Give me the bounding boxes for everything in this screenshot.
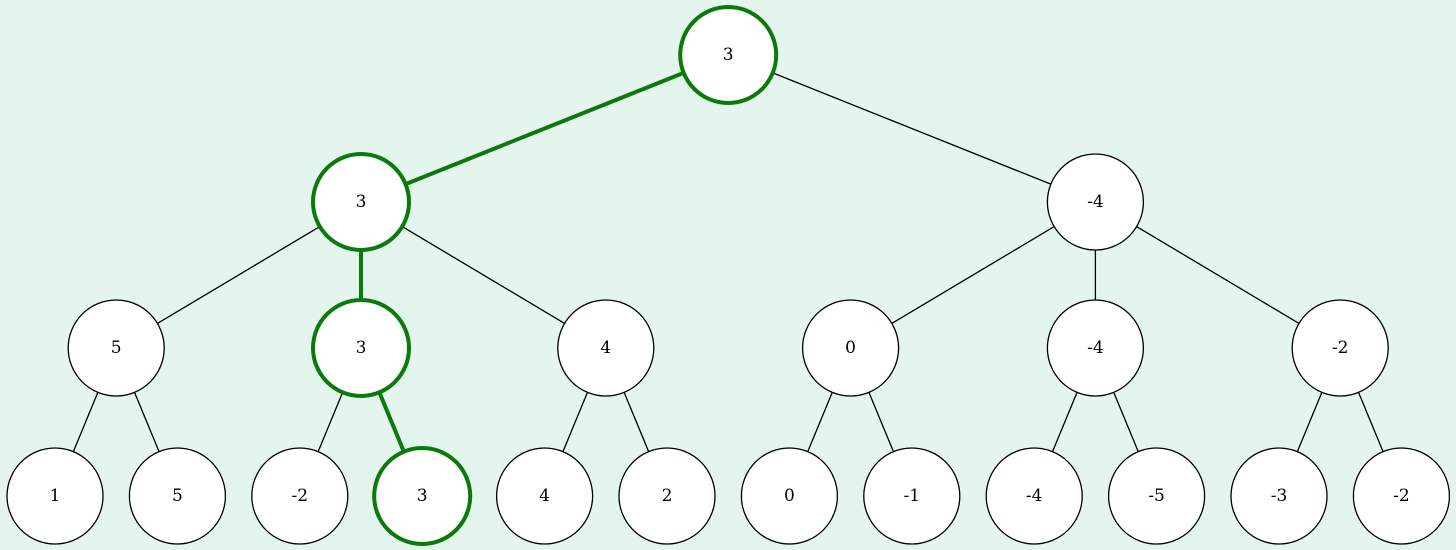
tree-edge	[1296, 392, 1323, 452]
node-value-label: 5	[172, 486, 183, 506]
leaf-node-highlighted: 3	[372, 446, 473, 546]
leaf-node: -3	[1230, 447, 1328, 545]
leaf-node: 0	[740, 447, 839, 545]
tree-node: 0	[801, 299, 900, 397]
tree-edge	[1136, 226, 1300, 324]
tree-node: -2	[1291, 299, 1389, 397]
root-node-highlighted: 3	[678, 5, 779, 105]
tree-node: 4	[557, 299, 655, 397]
node-value-label: 0	[784, 486, 795, 506]
node-circle	[618, 447, 716, 545]
node-value-label: -2	[1393, 486, 1410, 506]
node-circle	[128, 447, 227, 545]
node-circle	[251, 447, 349, 545]
tree-node-highlighted: 3	[311, 152, 411, 252]
node-circle	[1046, 299, 1145, 397]
tree-edge	[401, 226, 565, 324]
tree-edge	[807, 392, 833, 452]
node-value-label: 3	[356, 338, 367, 358]
node-circle	[1291, 299, 1389, 397]
node-circle	[1352, 447, 1451, 545]
node-value-label: -2	[292, 486, 309, 506]
node-circle	[67, 299, 165, 397]
leaf-node: 5	[128, 447, 227, 545]
node-value-label: 2	[662, 486, 673, 506]
node-value-label: -1	[904, 486, 921, 506]
tree-node: -4	[1046, 299, 1145, 397]
node-value-label: -5	[1148, 486, 1165, 506]
node-circle	[557, 299, 655, 397]
node-circle	[740, 447, 839, 545]
highlighted-tree-edge	[404, 70, 685, 187]
node-value-label: 4	[600, 338, 611, 358]
leaf-node: -1	[863, 447, 961, 545]
node-circle	[372, 446, 473, 546]
node-circle	[863, 447, 961, 545]
node-circle	[495, 447, 594, 545]
highlighted-tree-edge	[377, 391, 406, 453]
tree-edge	[317, 392, 344, 452]
leaf-node: -4	[985, 447, 1083, 545]
tree-edge	[72, 392, 99, 452]
node-value-label: -4	[1087, 338, 1104, 358]
edge-layer	[72, 70, 1384, 453]
node-value-label: 1	[50, 486, 61, 506]
node-circle	[1107, 447, 1206, 545]
node-circle	[985, 447, 1083, 545]
leaf-node: 2	[618, 447, 716, 545]
tree-edge	[1113, 392, 1139, 452]
tree-edge	[133, 392, 160, 452]
tree-edge	[1051, 392, 1078, 452]
node-circle	[311, 298, 411, 398]
node-circle	[311, 152, 411, 252]
leaf-node: -2	[1352, 447, 1451, 545]
node-circle	[678, 5, 779, 105]
tree-edge	[868, 392, 895, 452]
node-value-label: 3	[723, 45, 734, 65]
node-value-label: -3	[1271, 486, 1288, 506]
tree-edge	[1357, 392, 1384, 452]
node-value-label: 0	[845, 338, 856, 358]
node-value-label: 3	[356, 192, 367, 212]
tree-edge	[772, 72, 1052, 185]
node-value-label: 4	[539, 486, 550, 506]
leaf-node: 1	[6, 447, 104, 545]
node-value-label: 3	[417, 486, 428, 506]
tree-edge	[891, 226, 1055, 324]
node-value-label: -2	[1332, 338, 1349, 358]
node-value-label: -4	[1087, 192, 1104, 212]
tree-node: 5	[67, 299, 165, 397]
tree-edge	[562, 392, 589, 452]
tree-edge	[623, 392, 650, 452]
node-circle	[6, 447, 104, 545]
node-circle	[1230, 447, 1328, 545]
node-layer: 3 3 5 1 5 3 -2 3 4 4 2 -4 0 0 -1 -4 -4 -5 -2 -3 -2	[6, 5, 1451, 546]
node-value-label: 5	[111, 338, 122, 358]
node-value-label: -4	[1026, 486, 1043, 506]
leaf-node: -5	[1107, 447, 1206, 545]
leaf-node: -2	[251, 447, 349, 545]
leaf-node: 4	[495, 447, 594, 545]
tree-node-highlighted: 3	[311, 298, 411, 398]
tree-edge	[157, 226, 321, 324]
node-circle	[801, 299, 900, 397]
node-circle	[1046, 153, 1145, 251]
tree-node: -4	[1046, 153, 1145, 251]
